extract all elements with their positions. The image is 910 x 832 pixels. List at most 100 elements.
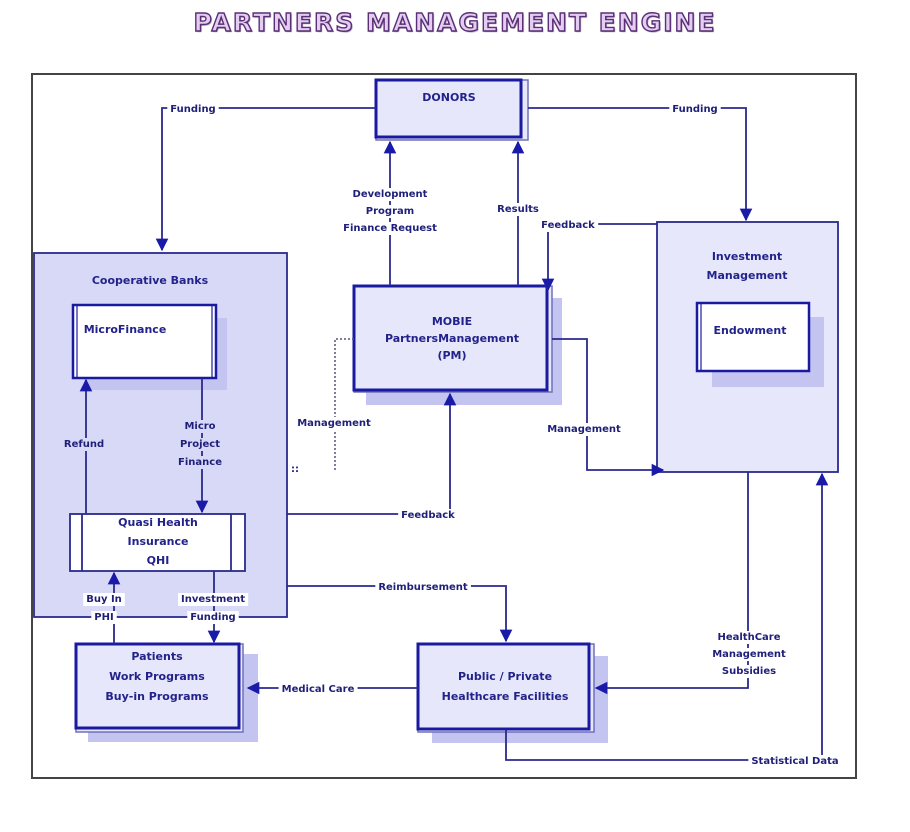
label-line: Refund — [64, 439, 104, 450]
label-background — [278, 683, 358, 696]
label-line: Insurance — [128, 535, 189, 548]
edge-statistical-data — [505, 472, 829, 761]
label-line: HealthCare — [717, 632, 780, 643]
label-line: Endowment — [714, 324, 787, 337]
edge-reimbursement — [287, 585, 513, 643]
node-microfinance[interactable] — [71, 303, 218, 380]
label-line: Buy-in Programs — [105, 690, 209, 703]
label-background — [187, 611, 239, 624]
edge-label-feedback-mid: Feedback — [398, 509, 459, 522]
node-label-donors: DONORS — [422, 91, 476, 104]
label-background — [362, 205, 418, 218]
edge-label-medical-care: Medical Care — [278, 683, 358, 696]
node-label-microfinance: MicroFinance — [84, 323, 167, 336]
label-line: Investment — [712, 250, 782, 263]
label-background — [294, 417, 375, 430]
label-line: Finance — [178, 457, 222, 468]
label-line: Healthcare Facilities — [442, 690, 569, 703]
edge-label-funding-left: Funding — [167, 103, 219, 116]
edge-management-right — [552, 338, 665, 477]
label-background — [91, 611, 117, 624]
label-line: (PM) — [437, 349, 466, 362]
label-background — [340, 222, 441, 235]
label-line: PHI — [94, 612, 113, 623]
label-line: Development — [353, 189, 428, 200]
edge-label-management-left: Management — [294, 417, 375, 430]
edge-label-buy-in: Buy In PHI — [83, 593, 125, 624]
label-line: Management — [547, 424, 621, 435]
label-background — [669, 103, 721, 116]
label-background — [494, 203, 542, 216]
label-line: Results — [497, 204, 539, 215]
label-background — [176, 438, 224, 451]
label-line: Medical Care — [282, 684, 355, 695]
label-background — [181, 420, 219, 433]
label-line: Management — [712, 649, 786, 660]
edge-label-statistical-data: Statistical Data — [748, 755, 842, 768]
label-line: DONORS — [422, 91, 476, 104]
label-line: Statistical Data — [751, 756, 838, 767]
label-line: MOBIE — [432, 315, 472, 328]
label-background — [83, 593, 125, 606]
edge-label-reimbursement: Reimbursement — [375, 581, 471, 594]
label-background — [178, 593, 249, 606]
label-background — [60, 438, 108, 451]
label-line: QHI — [147, 554, 170, 567]
label-line: Finance Request — [343, 223, 437, 234]
label-background — [167, 103, 219, 116]
diagram-title: PARTNERS MANAGEMENT ENGINE — [193, 7, 717, 37]
node-mobie[interactable] — [352, 284, 553, 393]
node-qhi[interactable] — [69, 513, 246, 572]
label-line: Subsidies — [722, 666, 776, 677]
label-line: Cooperative Banks — [92, 274, 209, 287]
stray-marks: :: — [291, 464, 299, 475]
label-line: Funding — [672, 104, 717, 115]
label-line: Feedback — [401, 510, 455, 521]
edge-label-feedback-top: Feedback — [538, 219, 599, 232]
edge-label-results: Results — [494, 203, 542, 216]
node-label-cooperative-banks: Cooperative Banks — [92, 274, 209, 287]
label-line: Public / Private — [458, 670, 552, 683]
label-line: Buy In — [86, 594, 122, 605]
label-background — [709, 648, 790, 661]
label-line: Project — [180, 439, 220, 450]
node-endowment[interactable] — [695, 301, 811, 373]
label-line: Reimbursement — [378, 582, 468, 593]
edge-healthcare-subsidies — [594, 472, 749, 695]
node-donors[interactable] — [374, 78, 529, 141]
label-line: Program — [366, 206, 414, 217]
edge-label-management-right: Management — [544, 423, 625, 436]
label-background — [748, 755, 842, 768]
label-line: Patients — [131, 650, 183, 663]
edge-label-funding-right: Funding — [669, 103, 721, 116]
label-background — [349, 188, 431, 201]
label-background — [544, 423, 625, 436]
label-line: Management — [707, 269, 788, 282]
label-background — [538, 219, 599, 232]
node-label-endowment: Endowment — [714, 324, 787, 337]
label-line: Quasi Health — [118, 516, 198, 529]
edge-label-refund: Refund — [60, 438, 108, 451]
label-line: Management — [297, 418, 371, 429]
edge-funding-right — [528, 107, 753, 222]
node-patients[interactable] — [74, 642, 244, 733]
label-line: Funding — [190, 612, 235, 623]
label-line: Investment — [181, 594, 245, 605]
label-line: MicroFinance — [84, 323, 167, 336]
label-line: Feedback — [541, 220, 595, 231]
label-line: Micro — [184, 421, 215, 432]
edge-funding-left — [155, 107, 376, 252]
label-background — [175, 456, 226, 469]
label-background — [375, 581, 471, 594]
label-line: Funding — [170, 104, 215, 115]
node-facilities[interactable] — [416, 642, 595, 733]
